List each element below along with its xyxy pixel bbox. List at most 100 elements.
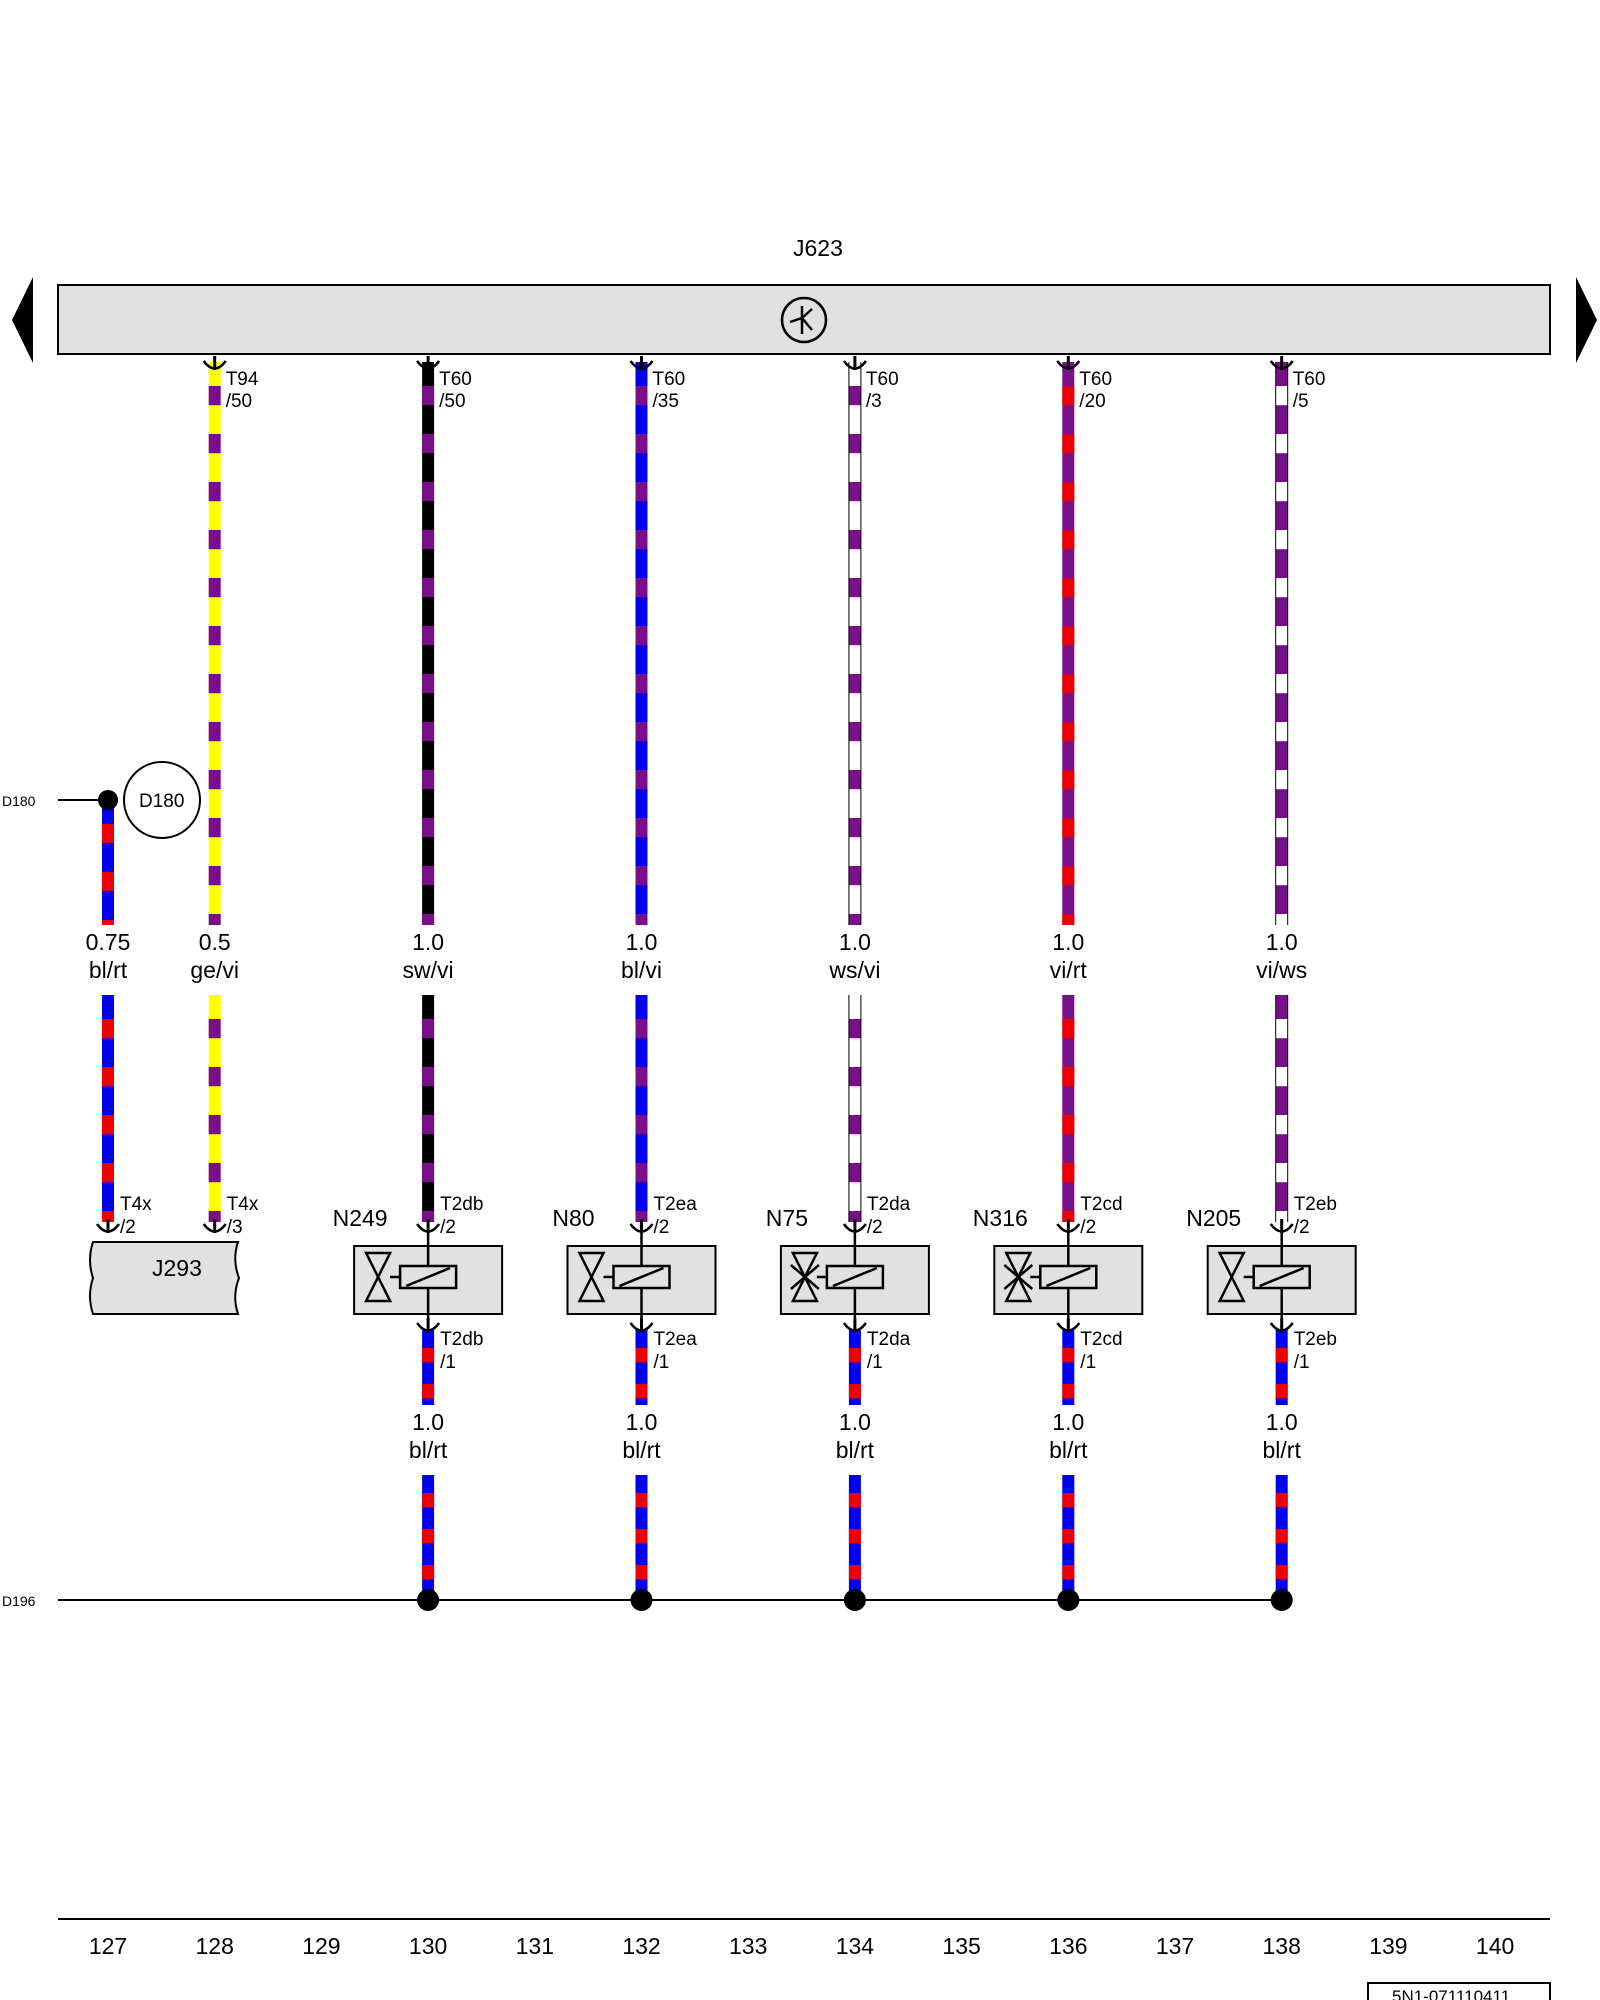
pin-label-134: T2da xyxy=(867,1194,911,1215)
wire-segment-bottom-upper-134[interactable] xyxy=(848,1330,861,1405)
wires-layer xyxy=(95,356,1294,1611)
connector-pin-icon xyxy=(1056,356,1081,370)
solenoid-valve-icon xyxy=(577,1232,671,1326)
connector-label-138: T60 xyxy=(1293,369,1326,390)
wire-segment-lower-132[interactable] xyxy=(635,995,648,1222)
wire-segment-upper-127[interactable] xyxy=(102,800,114,925)
valve-n205[interactable] xyxy=(1206,1232,1357,1332)
connector-pin-label-132: /35 xyxy=(653,391,679,412)
column-number: 140 xyxy=(1476,1933,1514,1959)
wire-128[interactable] xyxy=(202,356,227,1233)
labels-layer: 0.75bl/rtT4x/20.5ge/viT94/50T4x/31.0sw/v… xyxy=(86,369,1337,1463)
valve-n316[interactable] xyxy=(993,1232,1144,1332)
connector-pin-icon xyxy=(202,1219,227,1233)
wire-130[interactable] xyxy=(416,356,441,1233)
wire-segment-bottom-lower-132[interactable] xyxy=(635,1475,648,1598)
control-unit-j623[interactable]: J623 xyxy=(12,235,1597,363)
wire-segment-lower-136[interactable] xyxy=(1062,995,1075,1222)
wire-138[interactable] xyxy=(1269,356,1294,1233)
connector-pin-icon xyxy=(629,356,654,370)
wire-segment-bottom-upper-132[interactable] xyxy=(635,1330,648,1405)
wire-segment-lower-128[interactable] xyxy=(208,995,221,1222)
connector-pin-icon xyxy=(1269,356,1294,370)
pin-num-label-128: /3 xyxy=(227,1217,243,1238)
wire-segment-upper-132[interactable] xyxy=(635,362,648,925)
wire-segment-lower-138[interactable] xyxy=(1275,995,1289,1222)
wire-bottom-132[interactable] xyxy=(630,1330,653,1611)
wire-segment-upper-128[interactable] xyxy=(208,362,221,925)
continuation-right-arrow-icon[interactable] xyxy=(1576,277,1597,363)
wire-segment-lower-134[interactable] xyxy=(848,995,862,1222)
wire-segment-upper-130[interactable] xyxy=(422,362,435,925)
ref-line-bottom-label: D196 xyxy=(2,1593,36,1609)
wire-segment-bottom-upper-136[interactable] xyxy=(1062,1330,1075,1405)
wire-127[interactable] xyxy=(95,790,121,1233)
wire-segment-bottom-lower-136[interactable] xyxy=(1062,1475,1075,1598)
bottom-wire-gauge-132: 1.0 xyxy=(626,1409,658,1435)
column-number: 128 xyxy=(196,1933,234,1959)
continuation-left-arrow-icon[interactable] xyxy=(12,277,33,363)
wire-bottom-130[interactable] xyxy=(417,1330,440,1611)
wire-segment-bottom-lower-134[interactable] xyxy=(848,1475,861,1598)
bottom-wire-color-code-130: bl/rt xyxy=(409,1437,448,1463)
bottom-wire-color-code-134: bl/rt xyxy=(836,1437,875,1463)
connection-point-d180-circle[interactable] xyxy=(123,761,201,839)
pin-num-label-127: /2 xyxy=(120,1217,136,1238)
wire-segment-bottom-lower-130[interactable] xyxy=(422,1475,435,1598)
valve-n249[interactable] xyxy=(353,1232,504,1332)
solenoid-valve-icon xyxy=(790,1232,885,1326)
valve-n80[interactable] xyxy=(566,1232,717,1332)
connector-pin-label-128: /50 xyxy=(226,391,252,412)
wire-color-code-132: bl/vi xyxy=(621,957,662,983)
bottom-pin-num-label-132: /1 xyxy=(654,1352,670,1373)
wire-bottom-134[interactable] xyxy=(843,1330,866,1611)
bottom-wire-color-code-132: bl/rt xyxy=(622,1437,661,1463)
column-number: 133 xyxy=(729,1933,767,1959)
connector-pin-icon xyxy=(842,1219,867,1233)
connector-label-128: T94 xyxy=(226,369,259,390)
ref-line-top-label: D180 xyxy=(2,793,36,809)
wire-bottom-138[interactable] xyxy=(1270,1330,1293,1611)
wire-segment-lower-127[interactable] xyxy=(102,995,114,1222)
connector-pin-icon xyxy=(842,1318,867,1332)
wire-bottom-136[interactable] xyxy=(1057,1330,1080,1611)
bottom-wire-gauge-134: 1.0 xyxy=(839,1409,871,1435)
wire-134[interactable] xyxy=(842,356,867,1233)
wire-color-code-130: sw/vi xyxy=(403,957,454,983)
wire-gauge-130: 1.0 xyxy=(412,929,444,955)
pin-num-label-138: /2 xyxy=(1294,1217,1310,1238)
bottom-wire-gauge-130: 1.0 xyxy=(412,1409,444,1435)
connector-pin-label-136: /20 xyxy=(1079,391,1105,412)
wire-gauge-138: 1.0 xyxy=(1266,929,1298,955)
wire-gauge-134: 1.0 xyxy=(839,929,871,955)
valve-label-n316: N316 xyxy=(973,1205,1028,1231)
wire-segment-upper-138[interactable] xyxy=(1275,362,1289,925)
wire-segment-lower-130[interactable] xyxy=(422,995,435,1222)
wire-segment-bottom-upper-138[interactable] xyxy=(1275,1330,1288,1405)
wire-gauge-127: 0.75 xyxy=(86,929,131,955)
wire-segment-upper-136[interactable] xyxy=(1062,362,1075,925)
wire-segment-upper-134[interactable] xyxy=(848,362,862,925)
wire-color-code-134: ws/vi xyxy=(828,957,880,983)
column-number: 131 xyxy=(516,1933,554,1959)
wire-136[interactable] xyxy=(1056,356,1081,1233)
pin-label-138: T2eb xyxy=(1294,1194,1337,1215)
actuator-module-j293[interactable]: J293 xyxy=(89,1241,241,1315)
column-number: 138 xyxy=(1263,1933,1301,1959)
splice-dot-icon xyxy=(98,790,118,810)
control-unit-label: J623 xyxy=(793,235,843,261)
valve-n75[interactable] xyxy=(779,1232,930,1332)
column-number: 139 xyxy=(1369,1933,1407,1959)
splice-dot-icon xyxy=(1057,1589,1080,1611)
wire-segment-bottom-lower-138[interactable] xyxy=(1275,1475,1288,1598)
pin-label-136: T2cd xyxy=(1080,1194,1122,1215)
pin-label-130: T2db xyxy=(440,1194,483,1215)
column-number: 135 xyxy=(942,1933,980,1959)
wire-132[interactable] xyxy=(629,356,654,1233)
valve-label-n249: N249 xyxy=(333,1205,388,1231)
connector-pin-icon xyxy=(1269,1219,1294,1233)
wire-segment-bottom-upper-130[interactable] xyxy=(422,1330,435,1405)
valve-label-n75: N75 xyxy=(766,1205,808,1231)
